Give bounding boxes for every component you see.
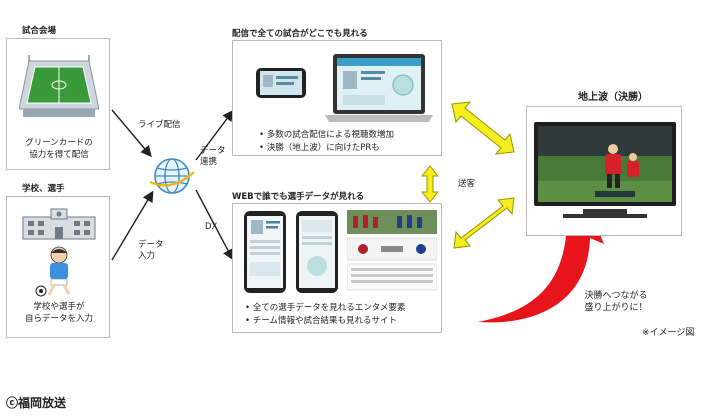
streaming-box: 多数の試合配信による視聴数増加 決勝（地上波）に向けたPRも [232, 40, 442, 156]
yellow-arrow-web-tv [453, 197, 515, 249]
television-icon [534, 122, 676, 218]
venue-box: グリーンカードの 協力を得て配信 [6, 38, 110, 170]
arrow-school-to-globe [111, 190, 154, 261]
label-data-input: データ 入力 [138, 240, 164, 261]
yellow-arrow-vertical [420, 165, 440, 203]
streaming-bullets: 多数の試合配信による視聴数増加 決勝（地上波）に向けたPRも [259, 129, 394, 155]
web-bullets: 全ての選手データを見れるエンタメ要素 チーム情報や試合結果も見れるサイト [245, 302, 406, 328]
label-live-streaming: ライブ配信 [138, 120, 181, 130]
soccer-player-icon [35, 246, 71, 297]
label-data-link: データ 連携 [200, 146, 226, 167]
globe-icon [149, 158, 195, 194]
web-title: WEBで誰でも選手データが見れる [232, 192, 365, 202]
arrow-globe-to-web [195, 189, 234, 261]
school-title: 学校、選手 [22, 184, 65, 194]
stadium-icon [19, 55, 99, 117]
arrow-globe-to-streaming [195, 109, 234, 161]
phone-screen-2 [296, 211, 338, 293]
label-send: 送客 [458, 179, 476, 189]
venue-caption: グリーンカードの 協力を得て配信 [25, 138, 93, 160]
laptop-icon [325, 54, 433, 122]
tv-caption: 決勝へつながる 盛り上がりに！ [584, 291, 648, 313]
venue-title: 試合会場 [22, 26, 57, 36]
school-box: 学校や選手が 自らデータを入力 [6, 196, 110, 338]
streaming-title: 配信で全ての試合がどこでも見れる [232, 29, 368, 39]
tv-title: 地上波（決勝） [578, 92, 648, 103]
yellow-arrow-streaming-tv [451, 101, 515, 155]
website-screen [347, 210, 437, 291]
tv-box [526, 106, 682, 236]
school-caption: 学校や選手が 自らデータを入力 [24, 302, 93, 324]
copyright: ⓒ福岡放送 [6, 396, 67, 410]
label-dx: DX [205, 222, 218, 232]
image-note: ※イメージ図 [642, 328, 695, 338]
school-building-icon [22, 208, 96, 240]
phone-screen-1 [244, 211, 286, 293]
smartphone-landscape-icon [256, 68, 306, 98]
web-box: 全ての選手データを見れるエンタメ要素 チーム情報や試合結果も見れるサイト [232, 203, 442, 333]
arrow-venue-to-globe [111, 109, 152, 158]
